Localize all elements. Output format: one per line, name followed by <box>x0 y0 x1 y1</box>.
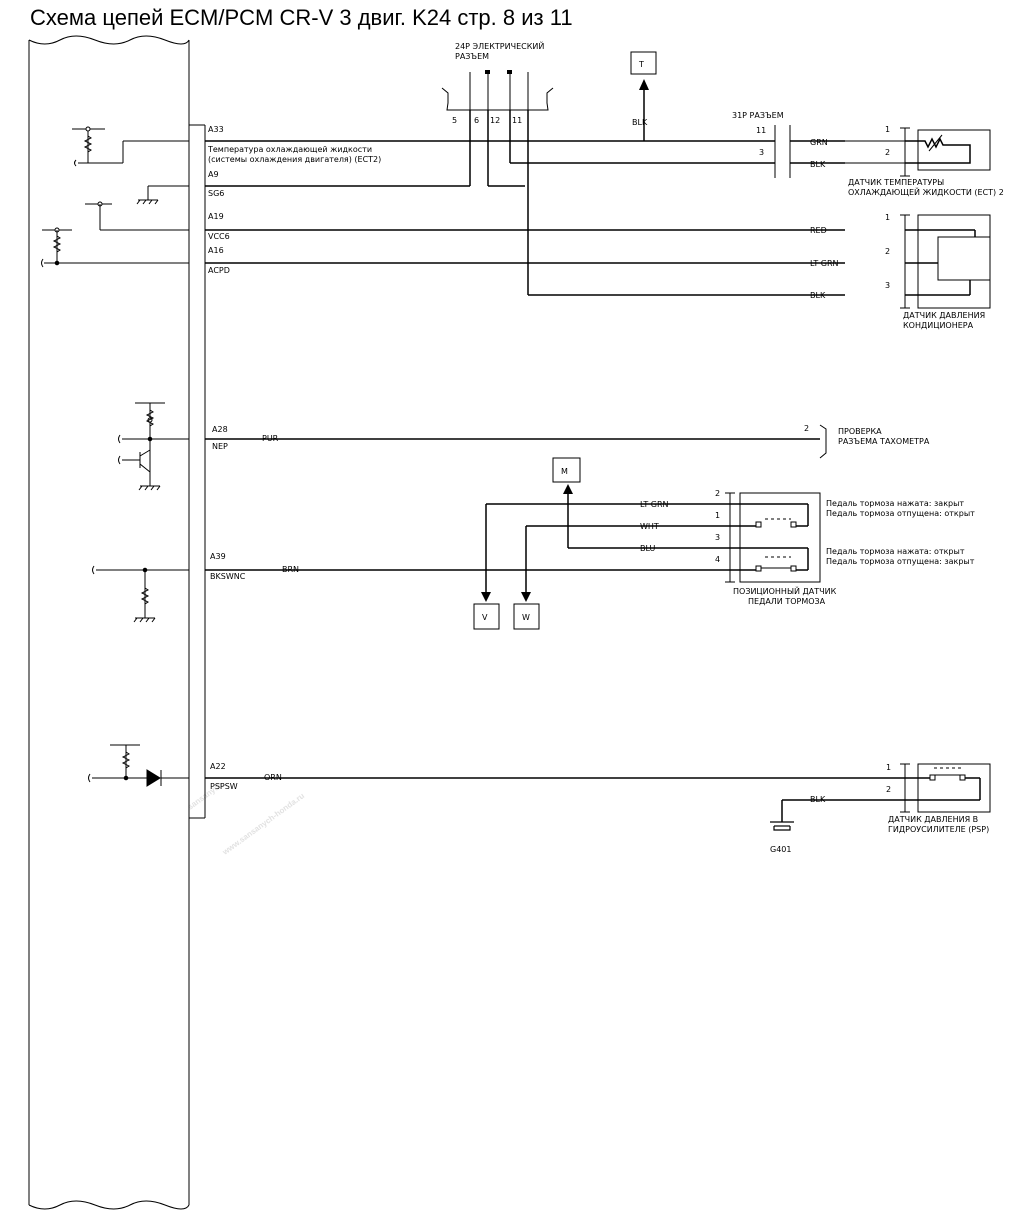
wire-pur: PUR <box>262 434 279 443</box>
brake-pedal-switch: 2 1 3 4 Педаль тормоза нажата: закрыт Пе… <box>715 489 975 606</box>
ref-v: V <box>473 603 500 630</box>
connector-31p: 31P РАЗЪЕМ 11 3 <box>732 111 791 178</box>
ac-pressure-sensor: 1 2 3 ДАТЧИК ДАВЛЕНИЯ КОНДИЦИОНЕРА <box>885 213 991 330</box>
wire-wht: WHT <box>640 522 659 531</box>
connector-24p-label-1: 24P ЭЛЕКТРИЧЕСКИЙ <box>455 40 544 51</box>
ref-m-label: M <box>561 467 568 476</box>
pin-vcc6: VCC6 <box>208 232 230 241</box>
tach-check-connector: 2 ПРОВЕРКА РАЗЪЕМА ТАХОМЕТРА <box>804 424 930 459</box>
ect-sensor: 1 2 ДАТЧИК ТЕМПЕРАТУРЫ ОХЛАЖДАЮЩЕЙ ЖИДКО… <box>845 125 1004 197</box>
watermark-url: www.sansanych-honda.ru <box>220 791 306 857</box>
ac-label-2: КОНДИЦИОНЕРА <box>903 321 974 330</box>
connector-31p-pin-11: 11 <box>756 126 766 135</box>
ect-label-2: ОХЛАЖДАЮЩЕЙ ЖИДКОСТИ (ECT) 2 <box>848 186 1004 197</box>
wire-labels: GRN BLK RED LT GRN BLK PUR LT GRN WHT BL… <box>262 138 839 804</box>
connector-24p-pin-6: 6 <box>474 116 479 125</box>
ect-label-1: ДАТЧИК ТЕМПЕРАТУРЫ <box>848 178 944 187</box>
psp-pin-1: 1 <box>886 763 891 772</box>
wire-blu: BLU <box>640 544 656 553</box>
pin-a22: A22 <box>210 762 226 771</box>
ecm-pin-labels: A33 Температура охлаждающей жидкости (си… <box>207 125 381 791</box>
brake-note-4: Педаль тормоза отпущена: закрыт <box>826 557 975 566</box>
ac-pin-1: 1 <box>885 213 890 222</box>
ect-desc-line1: Температура охлаждающей жидкости <box>207 145 372 154</box>
wire-blk-t: BLK <box>632 118 648 127</box>
ecm-module <box>28 35 206 1210</box>
pin-a33: A33 <box>208 125 224 134</box>
psp-label-1: ДАТЧИК ДАВЛЕНИЯ В <box>888 815 978 824</box>
ect-desc-line2: (системы охлаждения двигателя) (ECT2) <box>208 155 381 164</box>
brake-note-1: Педаль тормоза нажата: закрыт <box>826 499 964 508</box>
ref-t-label: T <box>638 60 644 69</box>
ecm-internal-circuits <box>41 126 189 787</box>
ref-v-label: V <box>482 613 488 622</box>
pin-acpd: ACPD <box>208 266 230 275</box>
brake-label-2: ПЕДАЛИ ТОРМОЗА <box>748 597 826 606</box>
wire-red: RED <box>810 226 827 235</box>
brake-pin-2: 2 <box>715 489 720 498</box>
ect-pin-1: 1 <box>885 125 890 134</box>
pin-a9: A9 <box>208 170 219 179</box>
wire-grn: GRN <box>810 138 828 147</box>
connector-24p-pin-11: 11 <box>512 116 522 125</box>
ref-w-label: W <box>522 613 530 622</box>
wire-brn: BRN <box>282 565 299 574</box>
tach-label-2: РАЗЪЕМА ТАХОМЕТРА <box>838 437 930 446</box>
pin-a19: A19 <box>208 212 224 221</box>
ground-g401: G401 <box>770 821 794 854</box>
wires <box>205 84 905 822</box>
pin-a28: A28 <box>212 425 228 434</box>
pin-a39: A39 <box>210 552 226 561</box>
tach-pin-2: 2 <box>804 424 809 433</box>
connector-24p-pin-5: 5 <box>452 116 457 125</box>
connector-24p-pin-12: 12 <box>490 116 500 125</box>
connector-24p-label-2: РАЗЪЕМ <box>455 52 489 61</box>
page-title: Схема цепей ECM/PCM CR-V 3 двиг. K24 стр… <box>30 5 573 30</box>
psp-switch: 1 2 ДАТЧИК ДАВЛЕНИЯ В ГИДРОУСИЛИТЕЛЕ (PS… <box>886 763 991 834</box>
wire-blk-ect: BLK <box>810 160 826 169</box>
brake-note-3: Педаль тормоза нажата: открыт <box>826 547 965 556</box>
wire-lt-grn-brake: LT GRN <box>640 500 669 509</box>
pin-nep: NEP <box>212 442 228 451</box>
connector-31p-label: 31P РАЗЪЕМ <box>732 111 784 120</box>
ac-pin-3: 3 <box>885 281 890 290</box>
ac-label-1: ДАТЧИК ДАВЛЕНИЯ <box>903 311 985 320</box>
brake-pin-4: 4 <box>715 555 720 564</box>
psp-pin-2: 2 <box>886 785 891 794</box>
brake-pin-3: 3 <box>715 533 720 542</box>
ac-pin-2: 2 <box>885 247 890 256</box>
pin-a16: A16 <box>208 246 224 255</box>
watermark: sansanych www.sansanych-honda.ru <box>186 780 306 857</box>
ref-t: T BLK <box>630 51 657 127</box>
brake-pin-1: 1 <box>715 511 720 520</box>
pin-bkswnc: BKSWNC <box>210 572 246 581</box>
wire-blk-ac: BLK <box>810 291 826 300</box>
ref-m: M <box>552 457 581 483</box>
wire-orn: ORN <box>264 773 282 782</box>
tach-label-1: ПРОВЕРКА <box>838 427 882 436</box>
ect-pin-2: 2 <box>885 148 890 157</box>
wire-blk-psp: BLK <box>810 795 826 804</box>
wire-arrows <box>481 79 649 602</box>
pin-sg6: SG6 <box>208 189 224 198</box>
pin-pspsw: PSPSW <box>210 782 238 791</box>
connector-24p: 24P ЭЛЕКТРИЧЕСКИЙ РАЗЪЕМ 5 6 12 11 <box>441 40 554 125</box>
brake-note-2: Педаль тормоза отпущена: открыт <box>826 509 975 518</box>
connector-31p-pin-3: 3 <box>759 148 764 157</box>
psp-label-2: ГИДРОУСИЛИТЕЛЕ (PSP) <box>888 825 989 834</box>
ground-label: G401 <box>770 845 791 854</box>
wire-lt-grn-ac: LT GRN <box>810 259 839 268</box>
brake-label-1: ПОЗИЦИОННЫЙ ДАТЧИК <box>733 585 837 596</box>
ref-w: W <box>513 603 540 630</box>
